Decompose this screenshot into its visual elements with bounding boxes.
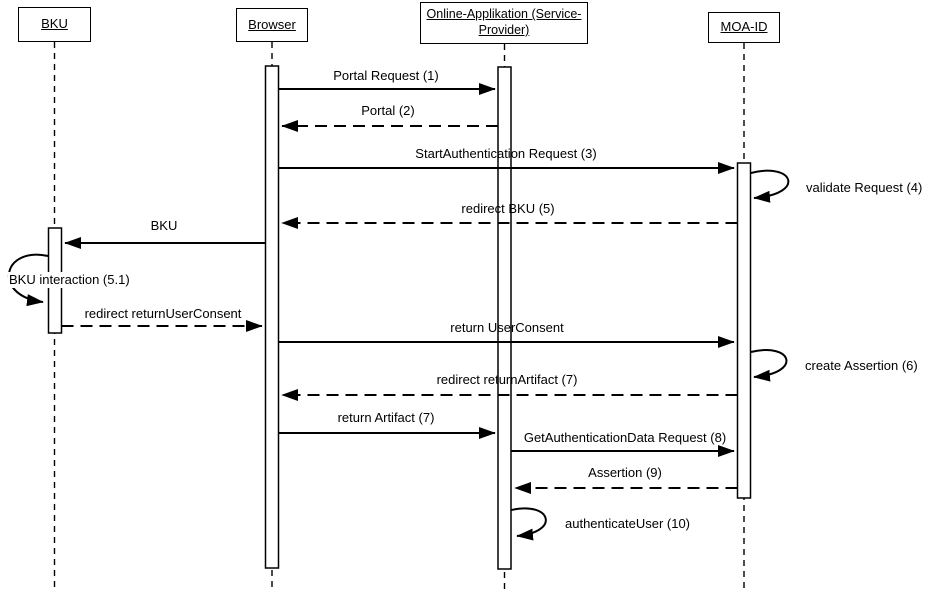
message-label-bku-interaction: BKU interaction (5.1)	[8, 272, 131, 288]
message-label-redirect-returnartifact: redirect returnArtifact (7)	[436, 372, 578, 387]
actor-box-moa-id: MOA-ID	[708, 12, 780, 43]
activation-bar-online-app	[497, 66, 512, 570]
message-label-portal-request: Portal Request (1)	[333, 68, 439, 83]
message-label-authenticateuser: authenticateUser (10)	[565, 516, 691, 531]
actor-label-bku: BKU	[41, 16, 68, 32]
message-label-return-userconsent: return UserConsent	[450, 320, 564, 335]
self-loop-create-assertion	[750, 349, 788, 382]
message-label-assertion: Assertion (9)	[588, 465, 662, 480]
message-label-redirect-returnuserconsent: redirect returnUserConsent	[84, 306, 242, 321]
actor-label-browser: Browser	[248, 16, 296, 32]
actor-box-bku: BKU	[18, 7, 91, 42]
actor-label-moa-id: MOA-ID	[720, 19, 768, 35]
actor-box-browser: Browser	[236, 8, 308, 42]
message-label-startauthentication-request: StartAuthentication Request (3)	[415, 146, 597, 161]
message-label-redirect-bku: redirect BKU (5)	[461, 201, 555, 216]
actor-label-online-app: Online-Applikation (Service-Provider)	[426, 7, 582, 37]
message-label-validate-request: validate Request (4)	[806, 180, 923, 195]
message-label-getauthenticationdata-request: GetAuthenticationData Request (8)	[523, 430, 727, 445]
message-label-create-assertion: create Assertion (6)	[805, 358, 918, 373]
self-loop-authenticateuser	[511, 507, 547, 541]
message-label-portal-response: Portal (2)	[361, 103, 415, 118]
message-label-bku: BKU	[150, 218, 178, 233]
message-label-return-artifact: return Artifact (7)	[337, 410, 435, 425]
activation-bar-browser	[264, 65, 280, 569]
actor-box-online-app: Online-Applikation (Service-Provider)	[420, 2, 588, 44]
activation-bar-moa-id	[736, 162, 752, 499]
self-loop-validate-request	[750, 169, 790, 203]
